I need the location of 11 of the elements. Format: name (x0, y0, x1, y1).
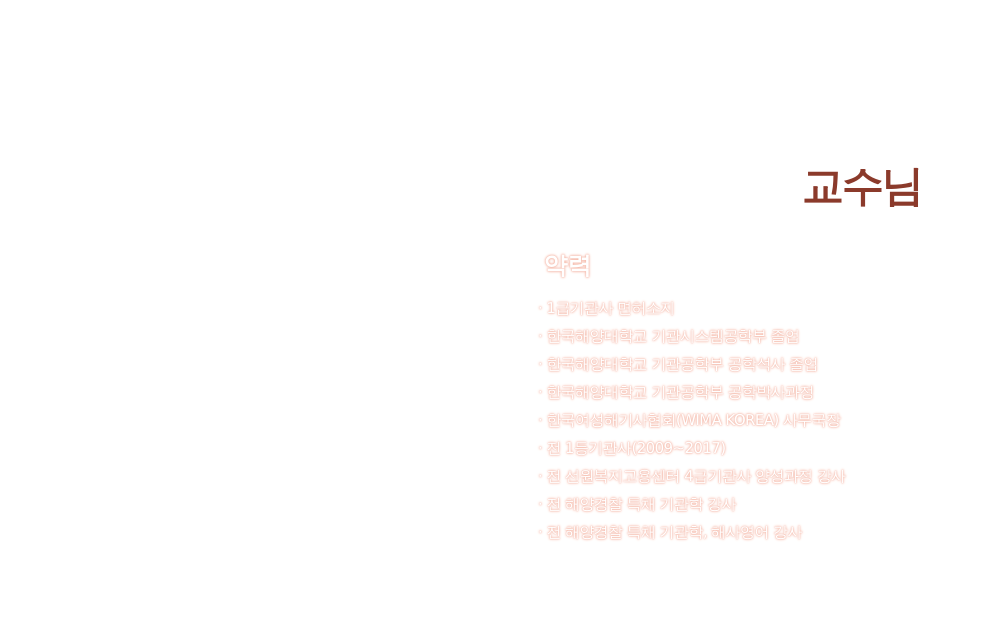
career-item: · 전 선원복지고용센터 4급기관사 양성과정 강사 (538, 466, 846, 487)
career-item: · 전 해양경찰 특채 기관학 강사 (538, 494, 738, 515)
career-item: · 한국해양대학교 기관공학부 공학박사과정 (538, 382, 815, 403)
career-item: · 한국해양대학교 기관공학부 공학석사 졸업 (538, 354, 820, 375)
section-heading: 약력 (544, 250, 592, 281)
career-item: · 전 1등기관사(2009~2017) (538, 438, 728, 459)
career-item: · 전 해양경찰 특채 기관학, 해사영어 강사 (538, 522, 804, 543)
career-item: · 한국여성해기사협회(WIMA KOREA) 사무국장 (538, 410, 842, 431)
career-item: · 한국해양대학교 기관시스템공학부 졸업 (538, 326, 800, 347)
career-item: · 1급기관사 면허소지 (538, 298, 676, 319)
title: 교수님 (802, 160, 922, 212)
